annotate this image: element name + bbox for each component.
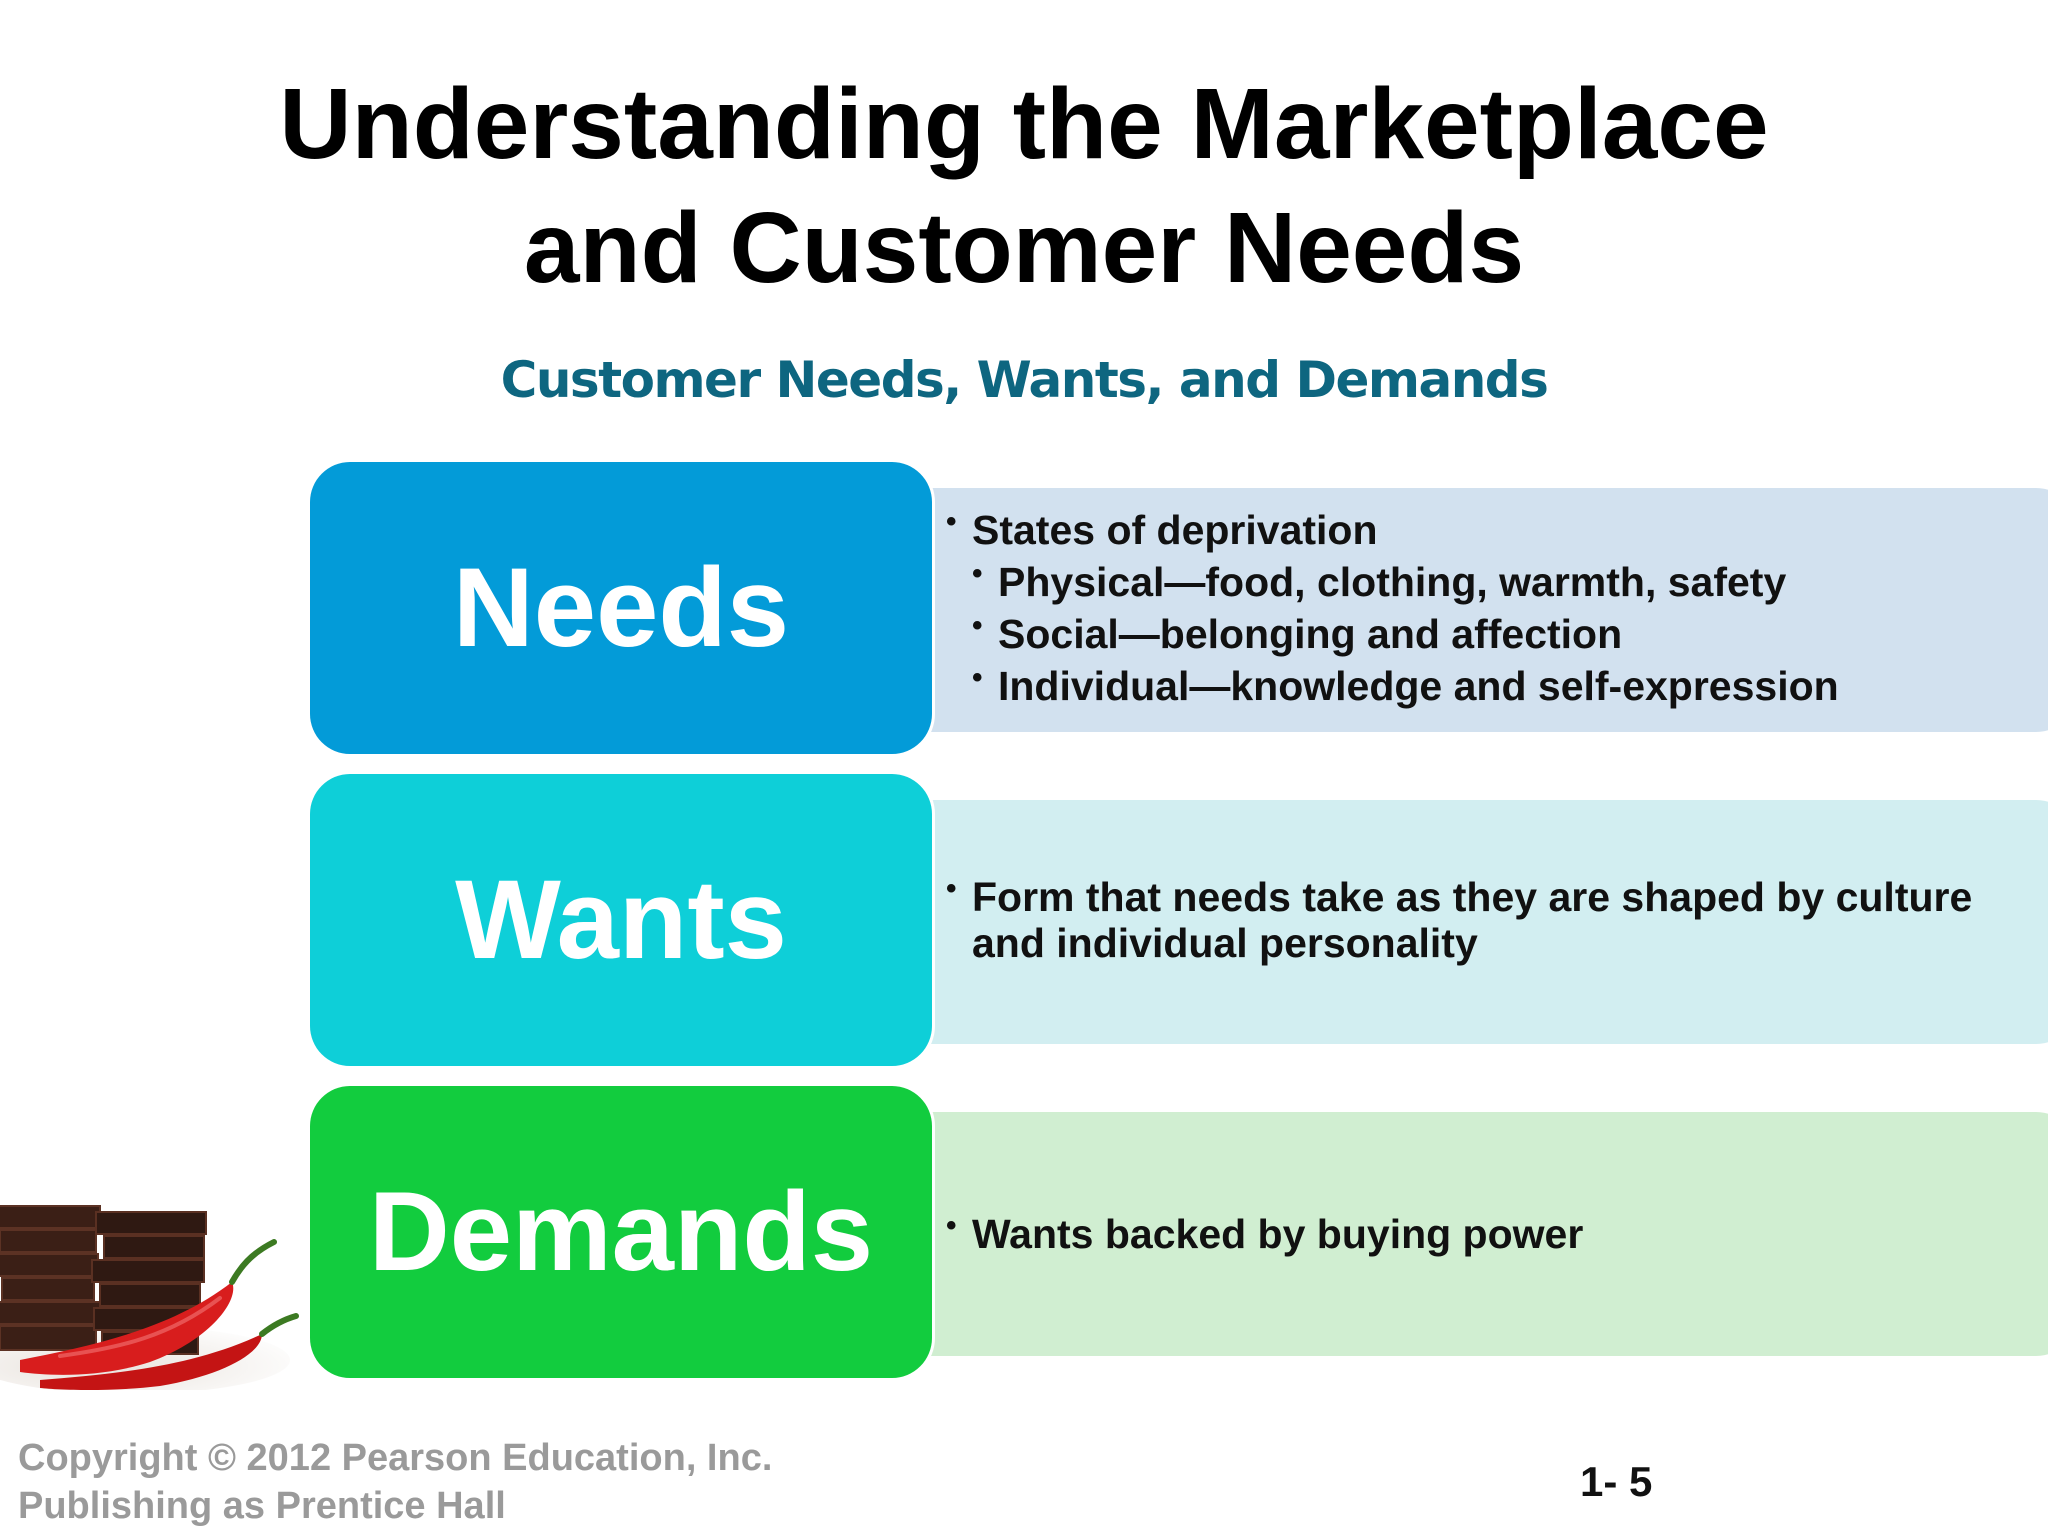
- slide-title-line-2: and Customer Needs: [523, 192, 1525, 304]
- slide-title: Understanding the Marketplace and Custom…: [0, 62, 2048, 310]
- needs-sub-bullet: Social—belonging and affection: [946, 600, 1839, 660]
- demands-label: Demands: [368, 1169, 874, 1294]
- slide-subtitle: Customer Needs, Wants, and Demands: [500, 351, 1549, 409]
- copyright-notice: Copyright © 2012 Pearson Education, Inc.…: [18, 1434, 772, 1530]
- needs-sub-bullet: Individual—knowledge and self-expression: [946, 652, 1839, 712]
- wants-bullet-list: Form that needs take as they are shaped …: [946, 866, 2026, 966]
- demands-label-box: Demands: [310, 1086, 932, 1378]
- needs-label-box: Needs: [310, 462, 932, 754]
- copyright-line-2: Publishing as Prentice Hall: [18, 1485, 506, 1527]
- wants-label: Wants: [455, 857, 787, 982]
- needs-label: Needs: [452, 545, 790, 670]
- needs-bullet-list: States of deprivation Physical—food, clo…: [946, 496, 1839, 712]
- slide-title-line-1: Understanding the Marketplace: [279, 68, 1769, 180]
- wants-label-box: Wants: [310, 774, 932, 1066]
- chocolate-and-peppers-image: [0, 1205, 299, 1390]
- copyright-line-1: Copyright © 2012 Pearson Education, Inc.: [18, 1437, 773, 1479]
- demands-bullet: Wants backed by buying power: [946, 1200, 1583, 1260]
- demands-bullet-list: Wants backed by buying power: [946, 1200, 1583, 1260]
- wants-bullet: Form that needs take as they are shaped …: [946, 866, 2026, 966]
- slide-number: 1- 5: [1580, 1458, 1653, 1505]
- needs-sub-bullet: Physical—food, clothing, warmth, safety: [946, 548, 1839, 608]
- needs-bullet: States of deprivation: [946, 496, 1839, 556]
